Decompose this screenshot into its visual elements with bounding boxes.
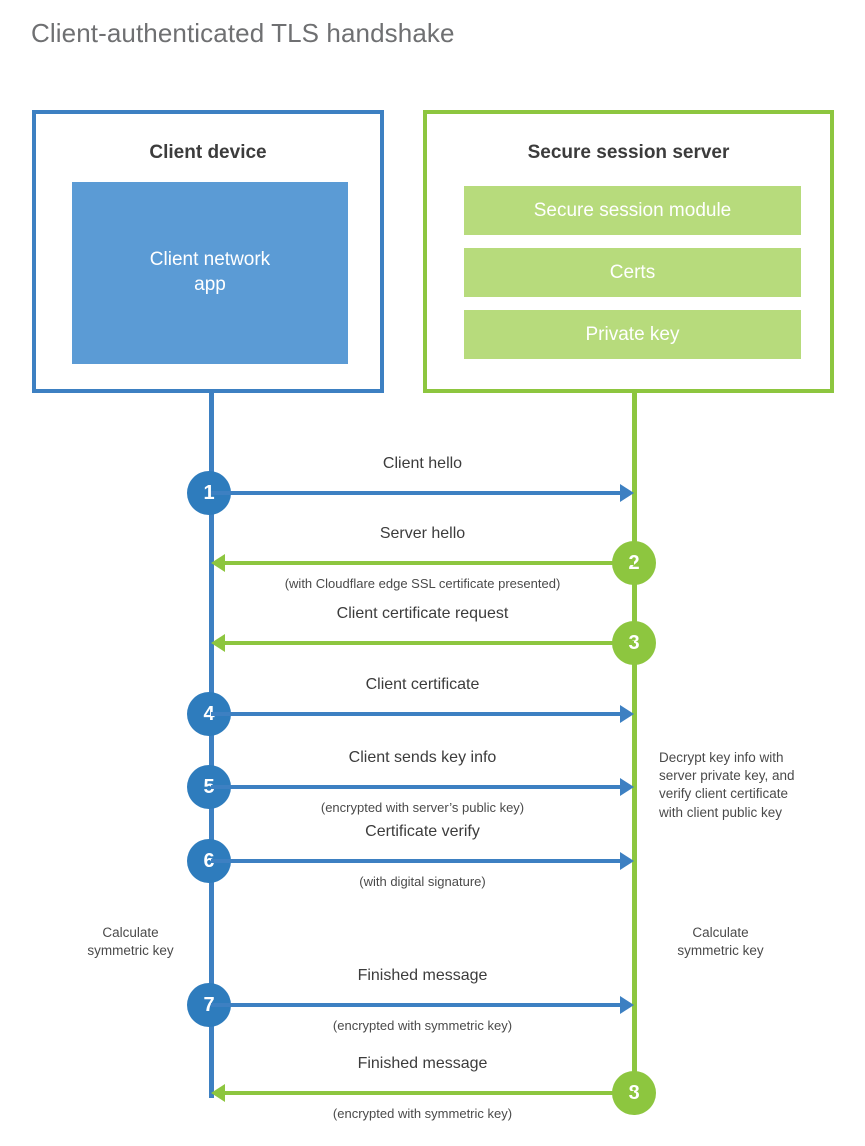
message-sublabel-5: (encrypted with server’s public key)	[320, 800, 525, 815]
server-item-certs: Certs	[464, 248, 801, 297]
arrow-line-4	[211, 712, 620, 716]
arrow-head-3	[211, 634, 225, 652]
message-label-8: Finished message	[357, 1055, 488, 1072]
message-label-7: Finished message	[357, 967, 488, 984]
message-label-4: Client certificate	[365, 676, 480, 693]
server-lifeline	[632, 393, 637, 1093]
server-calculate-symmetric-key-note: Calculate symmetric key	[677, 925, 764, 959]
secure-session-server-title: Secure session server	[527, 142, 730, 163]
message-sublabel-6: (with digital signature)	[359, 874, 486, 889]
arrow-line-5	[211, 785, 620, 789]
arrow-head-1	[620, 484, 634, 502]
step-circle-6[interactable]: 6	[187, 839, 231, 883]
message-label-1: Client hello	[382, 455, 463, 472]
arrow-head-4	[620, 705, 634, 723]
step-circle-4[interactable]: 4	[187, 692, 231, 736]
arrow-line-3	[225, 641, 634, 645]
arrow-line-1	[211, 491, 620, 495]
client-device-title: Client device	[149, 142, 267, 163]
client-network-app: Client network app	[72, 182, 348, 364]
server-decrypt-note: Decrypt key info with server private key…	[659, 750, 795, 820]
arrow-head-2	[211, 554, 225, 572]
arrow-head-5	[620, 778, 634, 796]
message-label-5: Client sends key info	[348, 749, 497, 766]
server-item-private-key: Private key	[464, 310, 801, 359]
step-circle-2[interactable]: 2	[612, 541, 656, 585]
arrow-line-8	[225, 1091, 634, 1095]
server-item-secure-session-module: Secure session module	[464, 186, 801, 235]
secure-session-server-box: Secure session server Secure session mod…	[423, 110, 834, 393]
arrow-line-7	[211, 1003, 620, 1007]
arrow-head-8	[211, 1084, 225, 1102]
client-calculate-symmetric-key-note: Calculate symmetric key	[87, 925, 174, 959]
arrow-head-7	[620, 996, 634, 1014]
message-label-2: Server hello	[379, 525, 466, 542]
client-device-box: Client device Client network app	[32, 110, 384, 393]
message-label-6: Certificate verify	[365, 823, 480, 840]
arrow-head-6	[620, 852, 634, 870]
message-sublabel-2: (with Cloudflare edge SSL certificate pr…	[284, 576, 561, 591]
arrow-line-6	[211, 859, 620, 863]
client-lifeline	[209, 393, 214, 1098]
arrow-line-2	[225, 561, 634, 565]
message-sublabel-8: (encrypted with symmetric key)	[332, 1106, 513, 1121]
message-sublabel-7: (encrypted with symmetric key)	[332, 1018, 513, 1033]
page-title: Client-authenticated TLS handshake	[31, 18, 455, 48]
message-label-3: Client certificate request	[336, 605, 509, 622]
